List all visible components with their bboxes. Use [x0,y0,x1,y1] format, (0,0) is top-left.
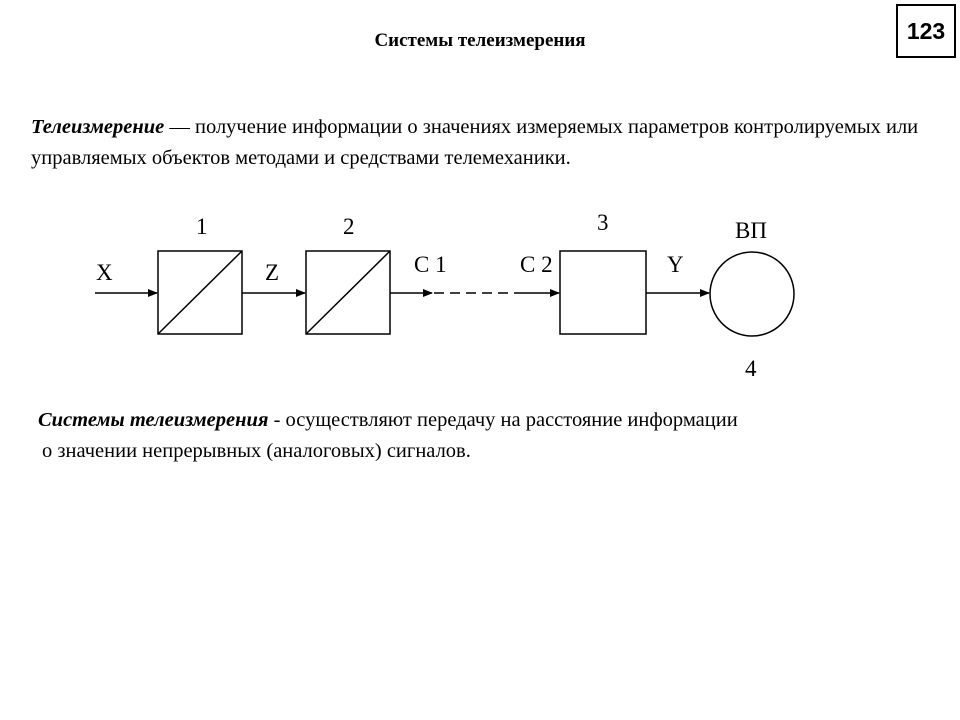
signal-y-label: Y [667,252,684,277]
page-number-badge: 123 [896,4,956,58]
description-text-line1: - осуществляют передачу на расстояние ин… [268,409,738,431]
definition-paragraph: Телеизмерение — получение информации о з… [31,112,931,174]
signal-x-label: X [96,260,113,285]
indicator-circle-4 [709,251,795,337]
signal-z-label: Z [265,260,279,285]
description-text-line2: о значении непрерывных (аналоговых) сигн… [42,440,471,462]
description-paragraph: Системы телеизмерения - осуществляют пер… [38,405,918,467]
telemetry-block-diagram: 1 2 3 ВП 4 X Z C 1 C 2 Y [95,210,795,381]
converter-block-2 [305,250,391,335]
definition-term: Телеизмерение [31,116,165,138]
indicator-label: ВП [735,218,767,243]
block-3-number: 3 [597,210,609,235]
definition-text: — получение информации о значениях измер… [31,116,919,169]
receiver-block-3 [559,250,647,335]
converter-block-1 [157,250,243,335]
slide-title: Системы телеизмерения [374,30,586,51]
block-4-number: 4 [745,356,757,381]
block-1-number: 1 [196,214,208,239]
signal-c1-label: C 1 [414,252,447,277]
block-2-number: 2 [343,214,355,239]
signal-c2-label: C 2 [520,252,553,277]
description-term: Системы телеизмерения [38,409,269,431]
